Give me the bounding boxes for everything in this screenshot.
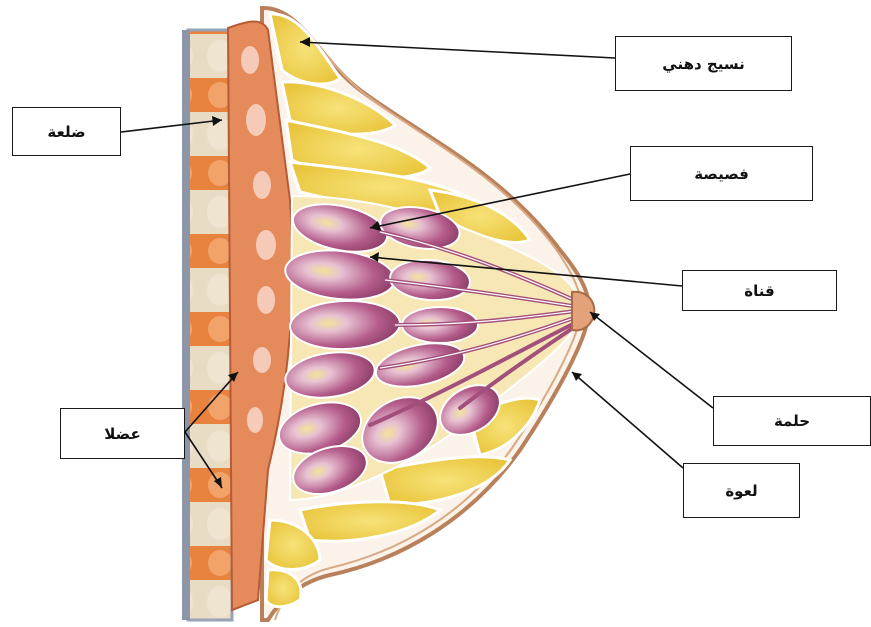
label-fat-tissue-text: نسيج دهني [662, 55, 744, 73]
label-muscle: عضلا [60, 408, 185, 459]
label-fat-tissue: نسيج دهني [615, 36, 792, 91]
label-lobule: فصيصة [630, 146, 813, 201]
label-duct: قناة [682, 270, 837, 311]
label-rib: ضلعة [12, 107, 121, 156]
nipple [572, 292, 594, 331]
label-rib-text: ضلعة [47, 123, 85, 141]
rib-column [188, 30, 232, 620]
label-duct-text: قناة [744, 282, 774, 300]
label-nipple: حلمة [713, 396, 871, 446]
label-areola-text: لعوة [725, 482, 757, 500]
label-nipple-text: حلمة [774, 412, 810, 430]
label-areola: لعوة [683, 463, 800, 518]
label-muscle-text: عضلا [104, 425, 140, 443]
label-lobule-text: فصيصة [694, 165, 749, 183]
